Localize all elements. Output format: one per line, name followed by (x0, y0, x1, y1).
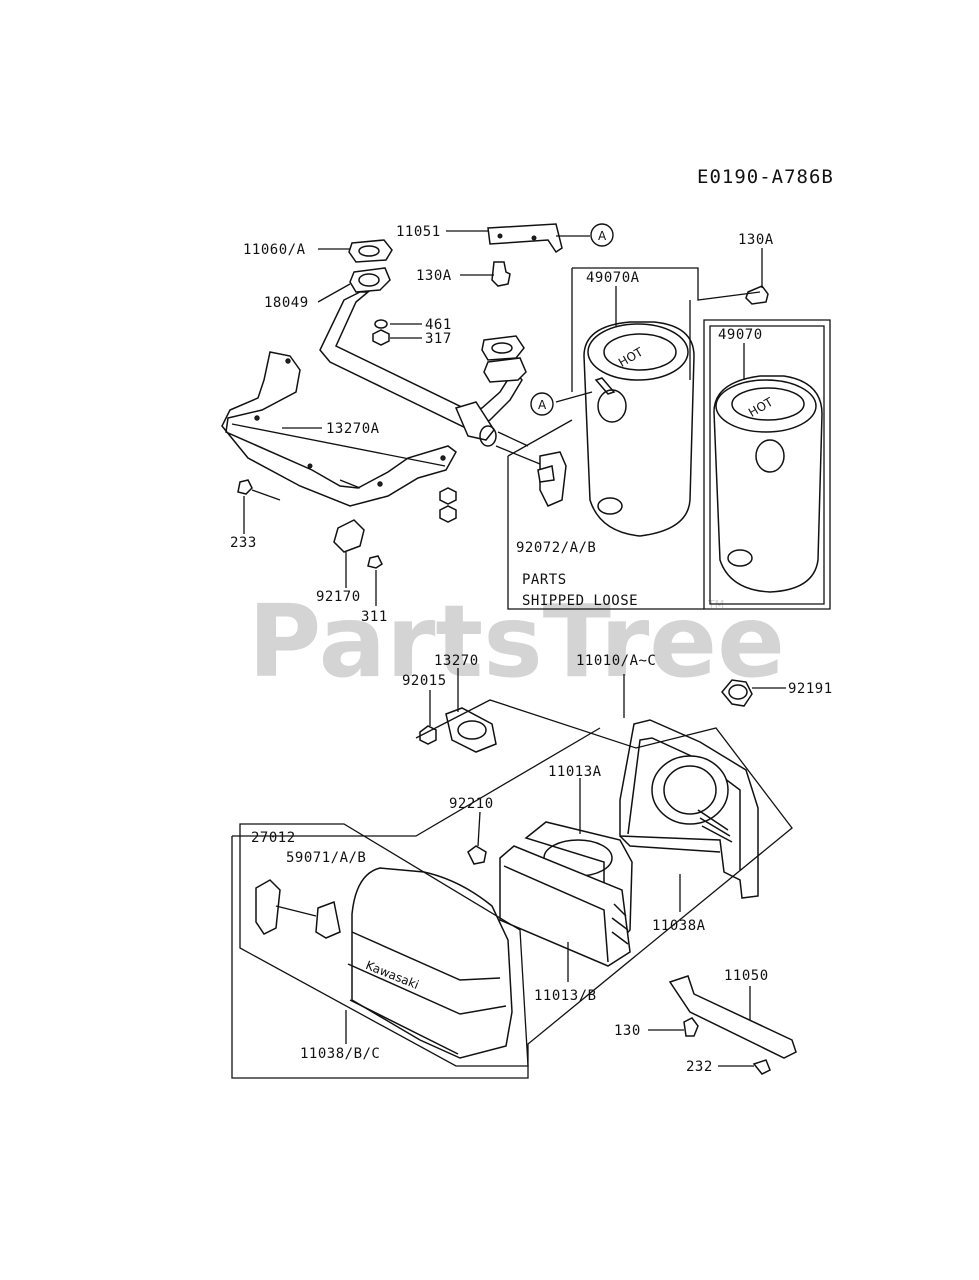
label-92072[interactable]: 92072/A/B (516, 540, 596, 556)
label-11038a[interactable]: 11038A (652, 918, 706, 934)
label-49070[interactable]: 49070 (718, 327, 763, 343)
leader-lines-upper (243, 230, 763, 606)
clip-92210[interactable] (467, 845, 487, 865)
label-11013a[interactable]: 11013A (548, 764, 602, 780)
clamp-92170[interactable] (333, 519, 365, 553)
muffler-49070[interactable]: HOT (713, 375, 823, 593)
label-130a-upper[interactable]: 130A (416, 268, 452, 284)
label-130a-right[interactable]: 130A (738, 232, 774, 248)
clip-27012[interactable] (255, 879, 281, 935)
note-shipped-loose: SHIPPED LOOSE (522, 593, 638, 609)
callout-a-1: A (590, 223, 614, 247)
frame-cover-kit (239, 823, 529, 1067)
label-130[interactable]: 130 (614, 1023, 641, 1039)
bracket-11050[interactable] (668, 975, 797, 1059)
watermark: PartsTree (248, 583, 785, 700)
frame-line-muffler-a (572, 267, 761, 301)
frame-shipped-loose (507, 456, 704, 610)
label-13270a[interactable]: 13270A (326, 421, 380, 437)
exhaust-pipe-18049[interactable] (319, 267, 527, 447)
label-317[interactable]: 317 (425, 331, 452, 347)
nut-shield-a[interactable] (439, 487, 457, 505)
label-49070a[interactable]: 49070A (586, 270, 640, 286)
bolt-130a-right[interactable] (745, 285, 769, 305)
diagram-code: E0190-A786B (697, 166, 834, 188)
label-13270[interactable]: 13270 (434, 653, 479, 669)
label-11051[interactable]: 11051 (396, 224, 441, 240)
leader-lines-lower (275, 668, 786, 1067)
gasket-13270[interactable] (445, 707, 497, 753)
air-cleaner-cover-11038bc[interactable]: Kawasaki (347, 867, 513, 1059)
bolt-233[interactable] (237, 479, 253, 495)
part-labels: 11051 11060/A 130A 130A 49070A 18049 461… (230, 224, 833, 1075)
svg-text:A: A (538, 398, 547, 412)
label-11013b[interactable]: 11013/B (534, 988, 597, 1004)
label-11010[interactable]: 11010/A~C (576, 653, 656, 669)
label-18049[interactable]: 18049 (264, 295, 309, 311)
note-parts: PARTS (522, 572, 567, 588)
filter-element-11013b[interactable] (499, 845, 631, 967)
label-461[interactable]: 461 (425, 317, 452, 333)
label-11060a[interactable]: 11060/A (243, 242, 306, 258)
svg-text:A: A (598, 229, 607, 243)
nuts-461-317[interactable] (372, 319, 390, 346)
air-cleaner-base-11010[interactable] (619, 719, 759, 899)
label-92015[interactable]: 92015 (402, 673, 447, 689)
muffler-clamp-92072[interactable] (537, 451, 567, 507)
callout-a-2: A (530, 392, 554, 416)
heat-shield-13270a[interactable] (221, 351, 457, 507)
label-59071[interactable]: 59071/A/B (286, 850, 366, 866)
bracket-11051[interactable] (487, 223, 563, 254)
label-311[interactable]: 311 (361, 609, 388, 625)
label-92191[interactable]: 92191 (788, 681, 833, 697)
label-11050[interactable]: 11050 (724, 968, 769, 984)
air-cleaner-assembly: Kawasaki (255, 679, 797, 1075)
label-233[interactable]: 233 (230, 535, 257, 551)
bolt-232[interactable] (752, 1059, 771, 1075)
label-11038bc[interactable]: 11038/B/C (300, 1046, 380, 1062)
label-232[interactable]: 232 (686, 1059, 713, 1075)
label-92210[interactable]: 92210 (449, 796, 494, 812)
frame-muffler-49070 (703, 319, 831, 610)
gasket-11060a[interactable] (348, 239, 393, 263)
bolt-130[interactable] (683, 1017, 699, 1037)
label-27012[interactable]: 27012 (251, 830, 296, 846)
frame-air-cleaner (231, 699, 793, 1079)
exhaust-assembly: HOT HOT (221, 223, 823, 593)
bolt-130a-upper[interactable] (491, 261, 511, 287)
label-92170[interactable]: 92170 (316, 589, 361, 605)
muffler-49070a[interactable]: HOT (583, 321, 695, 537)
nut-311[interactable] (367, 555, 383, 569)
latch-59071[interactable] (315, 900, 341, 939)
nut-shield-b[interactable] (439, 505, 457, 523)
